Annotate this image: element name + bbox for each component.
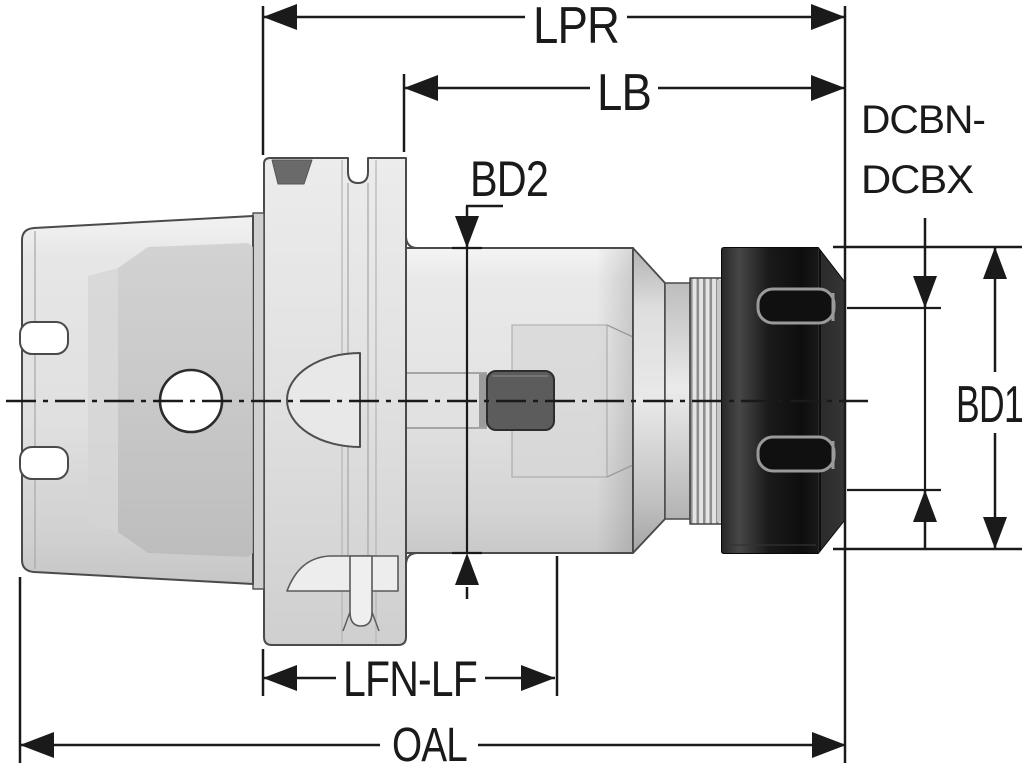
hsk-shank bbox=[19, 215, 254, 585]
arrow-lfn-left bbox=[263, 665, 297, 691]
label-lfn-lf: LFN-LF bbox=[343, 651, 477, 707]
arrow-lb-left bbox=[404, 75, 438, 101]
arrow-bd1-top bbox=[983, 247, 1007, 279]
coupling-notch-bottom bbox=[19, 446, 69, 480]
arrow-oal-left bbox=[20, 732, 54, 758]
label-oal: OAL bbox=[392, 719, 467, 768]
bore-collar bbox=[479, 374, 487, 427]
arrow-lpr-right bbox=[811, 4, 845, 30]
arrow-oal-right bbox=[812, 732, 846, 758]
dimension-labels: LPR LB DCBN- DCBX BD2 BD1 LFN-LF OAL bbox=[343, 0, 1024, 768]
tool-holder-part bbox=[6, 157, 868, 646]
dimension-arrowheads bbox=[20, 4, 1007, 758]
arrow-dcbn-bottom bbox=[913, 490, 937, 522]
coupling-notch-top bbox=[19, 321, 69, 355]
arrow-lb-right bbox=[811, 75, 845, 101]
arrow-bd1-bottom bbox=[983, 517, 1007, 549]
flange-top-notch bbox=[271, 159, 313, 185]
label-lpr: LPR bbox=[533, 0, 619, 55]
dimension-lines bbox=[18, 6, 1022, 763]
collet-nut bbox=[721, 247, 846, 554]
arrow-bd2-top bbox=[455, 216, 479, 248]
nut-wrench-slot-top bbox=[756, 287, 836, 325]
arrow-bd2-bottom bbox=[455, 553, 479, 585]
label-dcbn-line2: DCBX bbox=[861, 158, 973, 202]
label-bd2: BD2 bbox=[470, 151, 548, 207]
arrow-lfn-right bbox=[521, 665, 555, 691]
label-dcbn-line1: DCBN- bbox=[861, 98, 985, 142]
arrow-dcbn-top bbox=[913, 276, 937, 308]
label-lb: LB bbox=[597, 64, 651, 122]
arrow-lpr-left bbox=[263, 4, 297, 30]
label-bd1: BD1 bbox=[956, 376, 1023, 434]
nut-wrench-slot-bottom bbox=[756, 435, 836, 473]
flange-lower-slot bbox=[342, 555, 380, 632]
